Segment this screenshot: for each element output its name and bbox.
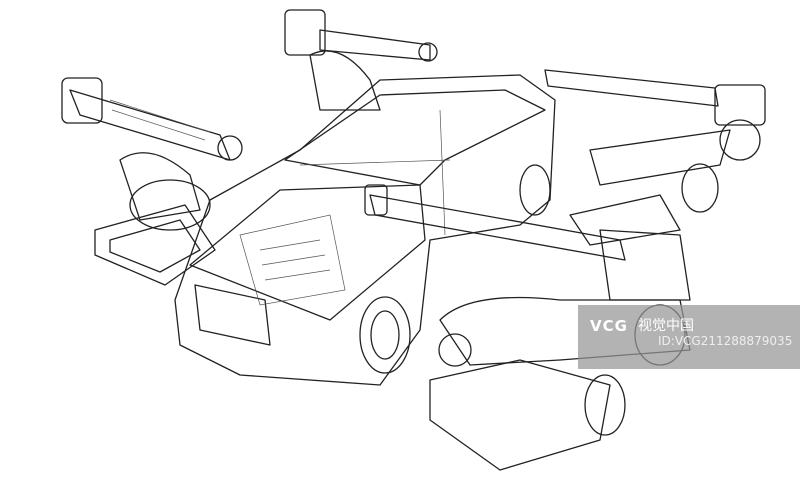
car (174, 74, 556, 386)
robot-arm-right (544, 69, 766, 246)
watermark-brand: 视觉中国 (638, 318, 694, 334)
watermark-logo: VCG (590, 317, 628, 335)
robot-arm-top (284, 9, 438, 111)
watermark-id: ID:VCG211288879035 (658, 334, 793, 348)
robot-arm-center (364, 184, 691, 301)
robot-arm-left (61, 77, 243, 286)
watermark: VCG 视觉中国 ID:VCG211288879035 (578, 305, 800, 369)
